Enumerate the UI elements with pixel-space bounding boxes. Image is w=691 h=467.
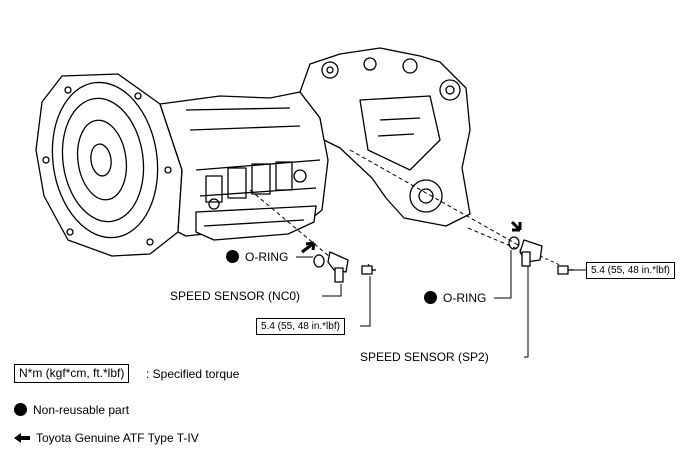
speed-sensor-nc0-part bbox=[327, 251, 349, 283]
nonreusable-dot-icon bbox=[424, 291, 437, 304]
legend-torque-desc: : Specified torque bbox=[146, 367, 240, 381]
atf-arrow-icon bbox=[14, 433, 30, 443]
speed-sensor-nc0-label: SPEED SENSOR (NC0) bbox=[170, 289, 301, 303]
transmission-case bbox=[159, 91, 329, 237]
speed-sensor-sp2-part bbox=[519, 239, 543, 267]
dashed-line-nc0 bbox=[249, 189, 337, 263]
speed-sensor-sp2-label: SPEED SENSOR (SP2) bbox=[360, 350, 489, 364]
legend-nonreusable: Non-reusable part bbox=[14, 403, 129, 417]
transfer-case bbox=[299, 47, 471, 227]
bolt-sp2-part bbox=[557, 265, 574, 275]
legend-atf: Toyota Genuine ATF Type T-IV bbox=[14, 431, 199, 445]
torque-sp2-box: 5.4 (55, 48 in.*lbf) bbox=[586, 262, 675, 279]
atf-arrow-sp2 bbox=[510, 220, 522, 232]
oring-sp2-part bbox=[508, 236, 520, 250]
bell-housing bbox=[35, 73, 183, 257]
oring-nc0-part bbox=[313, 254, 325, 268]
oring-nc0-label: O-RING bbox=[226, 250, 288, 264]
torque-nc0-box: 5.4 (55, 48 in.*lbf) bbox=[256, 318, 345, 335]
atf-arrow-nc0 bbox=[301, 241, 316, 254]
nonreusable-dot-icon bbox=[226, 250, 239, 263]
dashed-line-sp2 bbox=[349, 149, 521, 247]
oil-pan bbox=[195, 205, 317, 241]
legend-torque-box: N*m (kgf*cm, ft.*lbf) bbox=[14, 364, 130, 383]
nonreusable-dot-icon bbox=[14, 403, 27, 416]
oring-sp2-label: O-RING bbox=[424, 291, 486, 305]
bolt-nc0-part bbox=[361, 265, 376, 275]
